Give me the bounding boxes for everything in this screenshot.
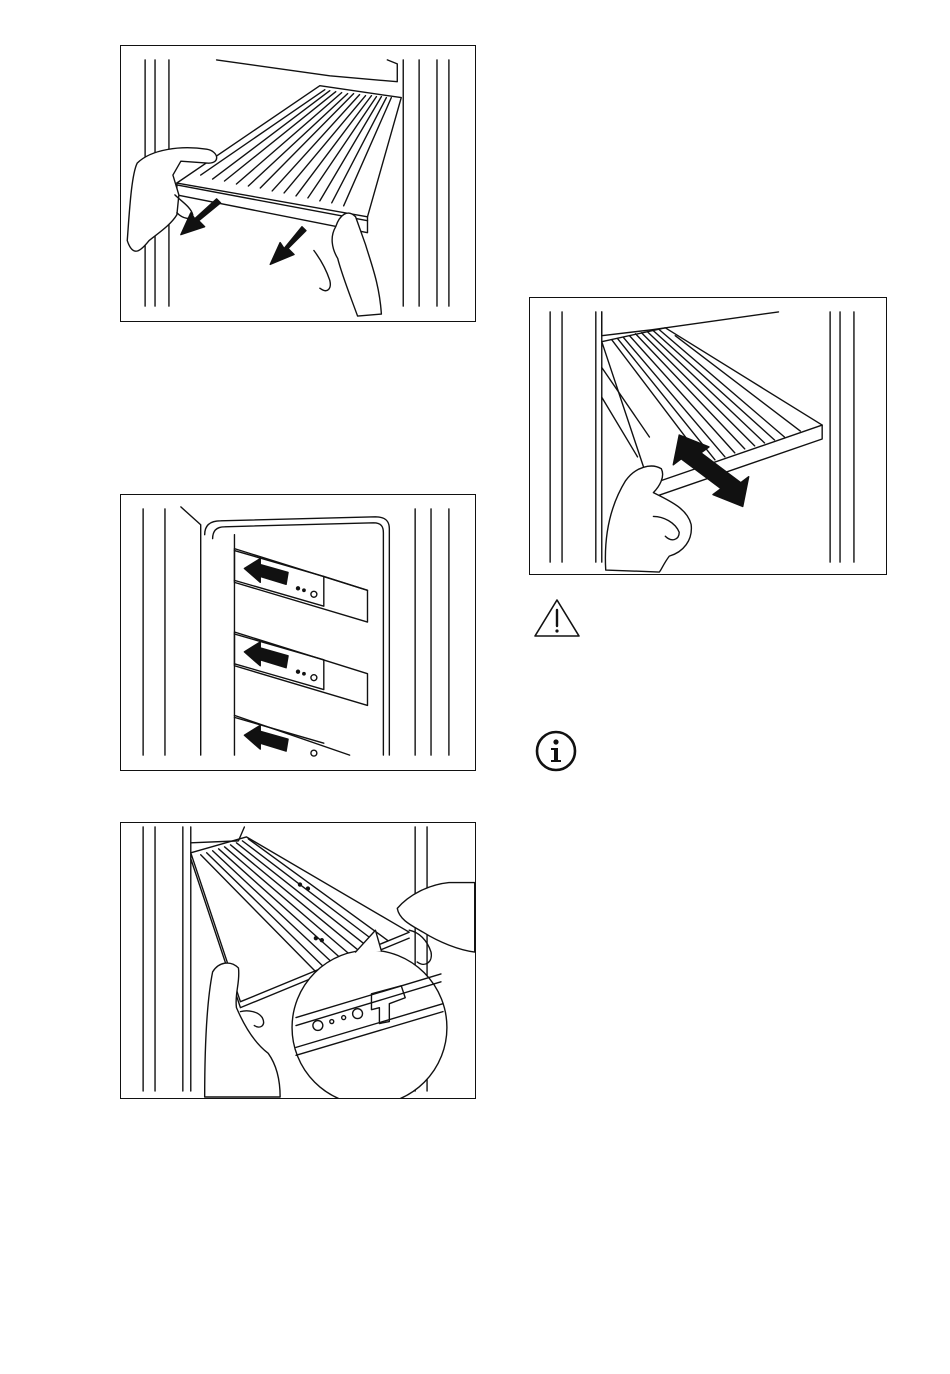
info-circle-icon xyxy=(535,730,577,772)
figure-attach-shelf-detail xyxy=(120,822,476,1099)
warning-triangle-icon xyxy=(533,598,581,638)
figure-adjust-shelf xyxy=(529,297,887,575)
figure-pull-out-shelf xyxy=(120,45,476,322)
figure-slide-rails xyxy=(120,494,476,771)
